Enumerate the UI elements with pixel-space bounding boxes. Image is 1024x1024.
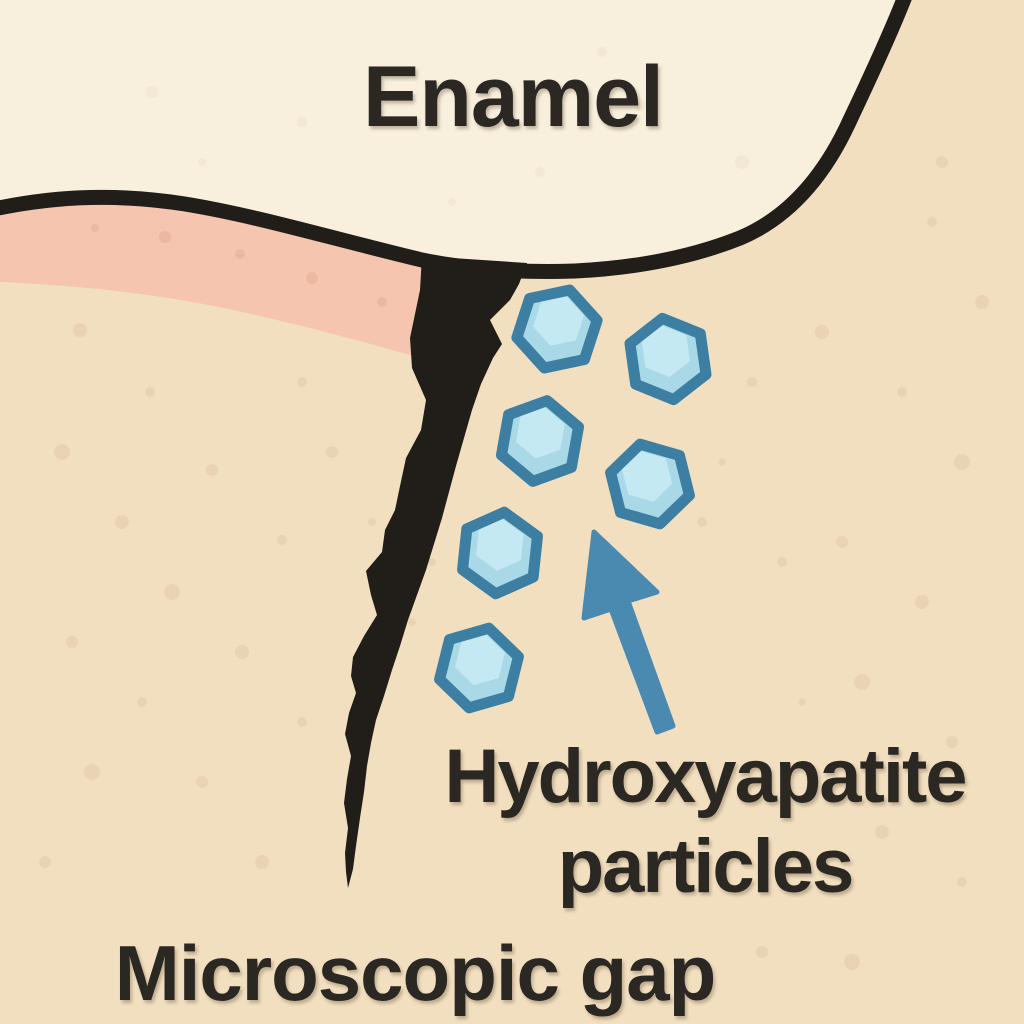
hydroxyapatite-particle-4	[605, 438, 695, 530]
hydroxyapatite-particles-label: Hydroxyapatite particles	[415, 732, 995, 912]
hydroxyapatite-particle-3	[495, 395, 585, 487]
dentin-speckles	[91, 224, 387, 307]
hydroxyapatite-particle-2	[624, 312, 712, 406]
dentin-layer	[0, 204, 428, 360]
enamel-speckles	[146, 47, 749, 206]
hydroxyapatite-particles-group	[434, 284, 712, 714]
hydroxyapatite-particle-5	[457, 506, 543, 600]
enamel-label: Enamel	[363, 49, 664, 145]
microscopic-gap-label: Microscopic gap	[114, 929, 716, 1017]
hydroxyapatite-label-line1: Hydroxyapatite	[444, 734, 967, 819]
enamel-outline	[0, 0, 912, 280]
hydroxyapatite-particle-6	[434, 622, 524, 714]
enamel-surface	[0, 0, 904, 272]
hydroxyapatite-label-line2: particles	[557, 824, 855, 909]
microscopic-gap-crack	[344, 256, 527, 888]
hydroxyapatite-particle-1	[511, 284, 603, 374]
arrow-up-icon	[581, 529, 676, 735]
paper-speckles	[39, 156, 989, 970]
